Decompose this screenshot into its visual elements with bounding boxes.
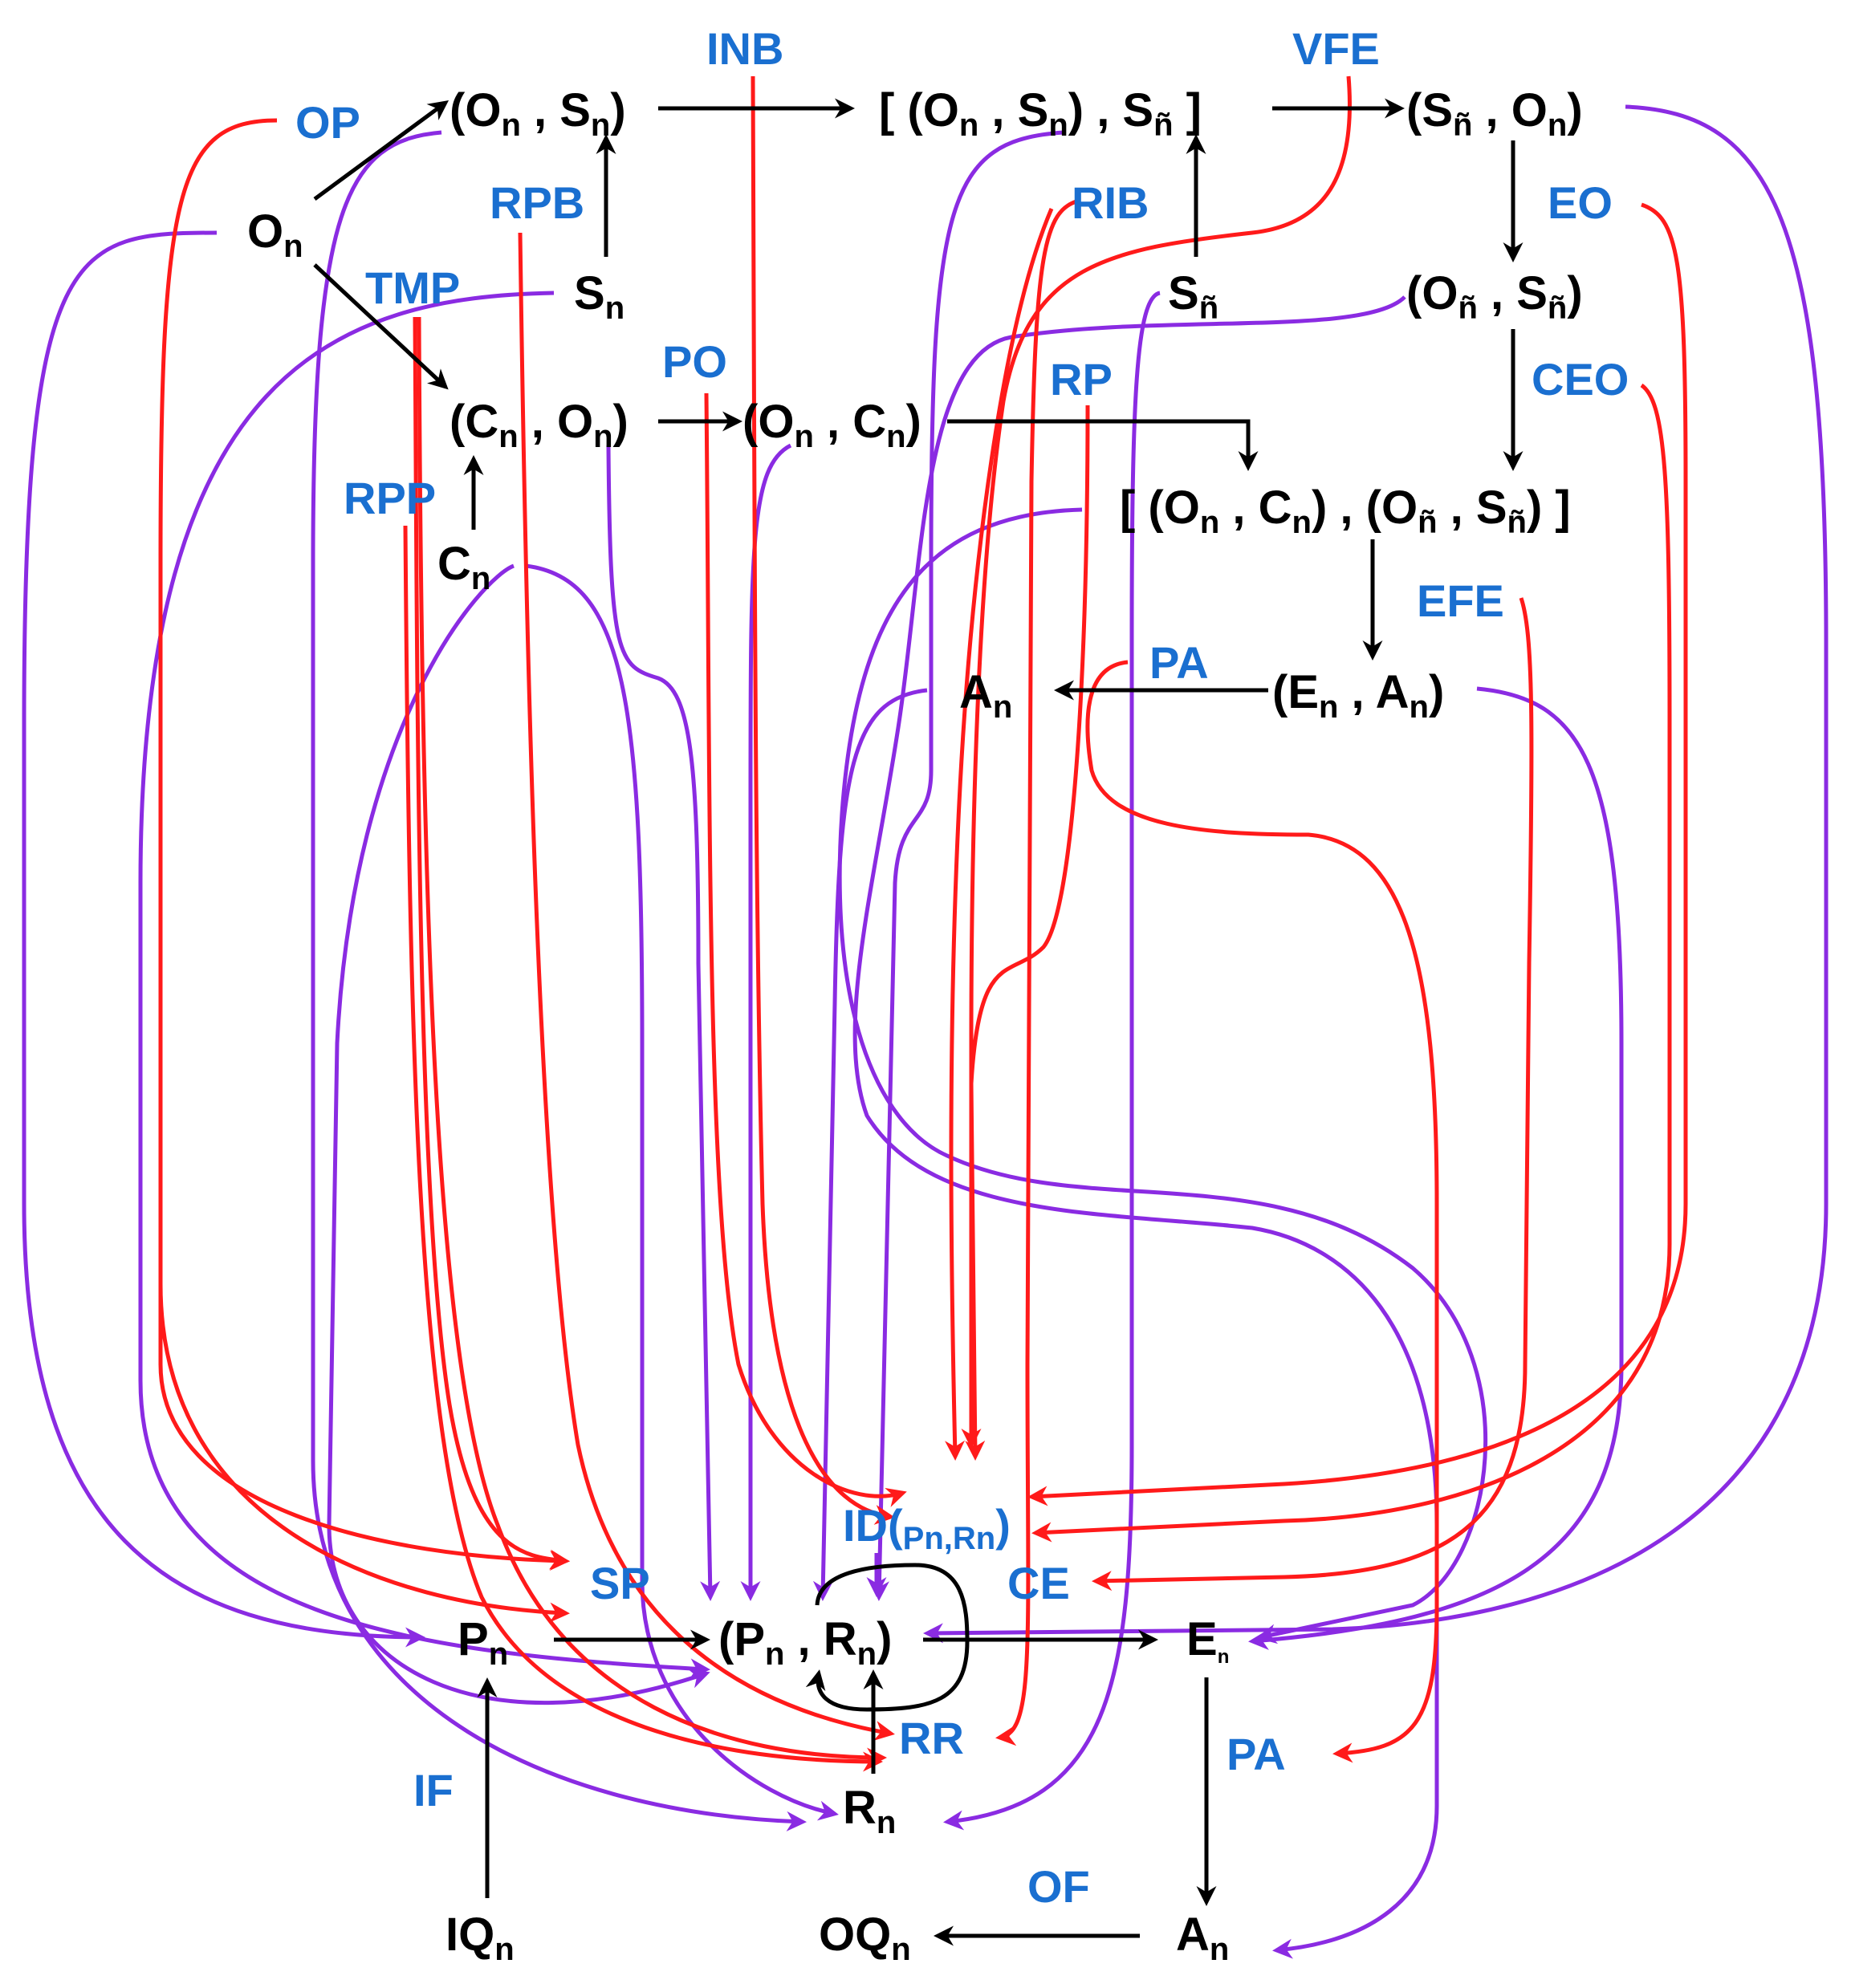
black-arrows: [313, 98, 1524, 1946]
purple-arrow-cn-to-pnrn-left: [327, 563, 710, 1705]
label-if: IF: [413, 1765, 454, 1815]
nodes: (On , Sn) [ (On , Sn) , Sñ ] (Sñ , On) O…: [247, 84, 1583, 1967]
black-arrow-self-loop: [805, 1563, 970, 1712]
red-arrows: [158, 75, 1688, 1772]
red-arrow-eo-to-id: [1027, 202, 1688, 1506]
red-arrow-tmp-to-rn: [417, 316, 887, 1768]
node-sntilde-on-pair: (Sñ , On): [1406, 84, 1583, 143]
label-ce: CE: [1007, 1558, 1070, 1608]
label-rib: RIB: [1072, 177, 1149, 228]
purple-arrow-on-to-pn: [22, 230, 425, 1648]
purple-arrow-cnon-to-pnrn: [606, 445, 721, 1601]
red-arrow-rpb-to-rr: [518, 232, 895, 1741]
node-pn: Pn: [458, 1613, 508, 1672]
node-en-an-pair: (En , An): [1272, 666, 1444, 725]
red-arrow-efe-to-ce: [1092, 597, 1534, 1592]
edge-labels: INB VFE OP RPB RIB EO TMP PO RP CEO RPP …: [295, 23, 1629, 1912]
label-sp: SP: [590, 1558, 650, 1608]
node-an-bottom: An: [1176, 1909, 1229, 1967]
red-arrow-rp-to-id: [965, 405, 1090, 1461]
label-of: OF: [1027, 1861, 1090, 1912]
node-iqn: IQn: [445, 1909, 515, 1967]
label-eo: EO: [1548, 177, 1613, 228]
node-cn: Cn: [437, 538, 490, 596]
purple-arrow-an-to-pnrn: [812, 688, 928, 1601]
label-vfe: VFE: [1292, 23, 1380, 74]
label-id: ID(Pn,Rn): [843, 1500, 1011, 1556]
label-pa-top: PA: [1149, 637, 1209, 688]
node-en: En: [1186, 1613, 1229, 1668]
label-po: PO: [662, 336, 727, 387]
node-sntilde: Sñ: [1168, 267, 1218, 326]
purple-arrow-bracket-to-pnrn: [869, 130, 1064, 1601]
red-arrow-rib-to-rr: [995, 198, 1080, 1746]
black-arrow-on-to-cnon: [313, 263, 449, 390]
node-sn: Sn: [574, 267, 624, 326]
node-oqn: OQn: [819, 1909, 911, 1967]
purple-arrow-bracket2-to-rn: [837, 507, 1488, 1644]
black-arrow-on-to-onsn: [313, 100, 450, 201]
purple-arrow-sn-to-pnrn: [138, 291, 710, 1679]
label-tmp: TMP: [365, 262, 460, 313]
purple-arrow-onsn-to-rn: [311, 130, 807, 1831]
node-on-sn-pair: (On , Sn): [450, 84, 626, 143]
purple-arrow-sntilde-to-rn: [943, 291, 1161, 1831]
label-pa-bottom: PA: [1227, 1729, 1286, 1779]
node-on: On: [247, 205, 303, 264]
node-pn-rn-pair: (Pn , Rn): [718, 1613, 892, 1672]
node-cn-on-pair: (Cn , On): [450, 396, 629, 454]
label-op: OP: [295, 97, 360, 148]
label-rpp: RPP: [344, 473, 436, 523]
red-arrow-po-to-id: [704, 392, 907, 1507]
node-ontilde-sntilde-pair: (Oñ , Sñ): [1406, 267, 1583, 326]
purple-arrow-snon-to-pnrn: [923, 104, 1829, 1644]
node-on-cn-pair: (On , Cn): [742, 396, 921, 454]
label-rpb: RPB: [490, 177, 584, 228]
label-inb: INB: [706, 23, 783, 74]
node-an-top: An: [959, 666, 1012, 725]
red-arrow-op-to-pn: [158, 118, 570, 1623]
red-arrow-vfe-to-id: [961, 75, 1352, 1449]
purple-arrow-ontilde-to-an-bottom: [852, 295, 1439, 1959]
purple-arrow-enan-to-en: [1248, 686, 1624, 1650]
node-on-sn-sntilde-bracket: [ (On , Sn) , Sñ ]: [879, 84, 1202, 143]
red-arrow-ceo-to-id: [1031, 383, 1672, 1543]
red-arrow-rib-to-id: [945, 208, 1054, 1461]
label-ceo: CEO: [1532, 354, 1629, 405]
node-on-cn-ontilde-sntilde-bracket: [ (On , Cn) , (Oñ , Sñ) ]: [1120, 482, 1571, 540]
red-arrow-inb-to-id: [751, 75, 895, 1525]
label-rr: RR: [899, 1713, 964, 1763]
red-arrow-op-to-sp: [158, 803, 570, 1571]
node-rn: Rn: [843, 1782, 896, 1840]
label-rp: RP: [1050, 354, 1113, 405]
red-arrow-tmp-to-sp: [413, 316, 570, 1570]
label-efe: EFE: [1417, 575, 1504, 626]
black-arrow-oncn-to-bracket2: [947, 419, 1259, 471]
purple-arrow-cn-to-rn: [525, 563, 839, 1821]
red-arrow-pa-to-pa-bottom: [1085, 660, 1439, 1763]
red-arrow-rpp-to-rn: [403, 525, 883, 1772]
